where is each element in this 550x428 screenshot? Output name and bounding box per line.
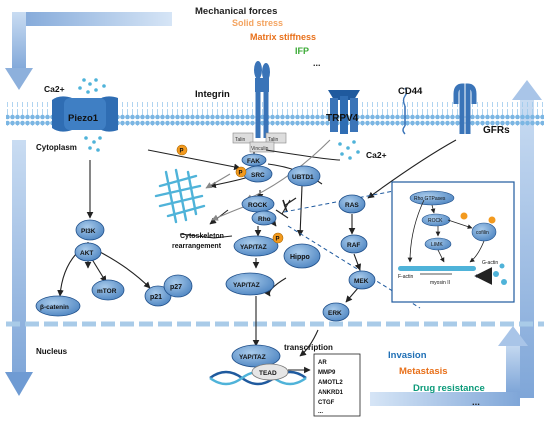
outcome-metastasis: Metastasis	[399, 366, 448, 377]
node-ubtd1	[287, 165, 321, 187]
outcome-invasion: Invasion	[388, 350, 427, 361]
inset-f-actin-icon	[398, 266, 476, 271]
node-mek-label: MEK	[354, 278, 369, 285]
outcome-ellipsis: ...	[472, 397, 480, 408]
node-akt-label: AKT	[80, 250, 93, 257]
talin-label-1: Talin	[235, 137, 246, 143]
phospho-label-3: P	[276, 237, 280, 243]
inset-g-actin-icon	[493, 263, 507, 285]
left-frame-arrow	[5, 12, 172, 396]
piezo1-channel	[52, 96, 118, 132]
node-yaptaz-2-label: YAP/TAZ	[233, 282, 260, 289]
node-erk	[322, 302, 350, 322]
gfr-receptor	[453, 83, 477, 134]
trpv4-channel	[328, 90, 360, 134]
node-tead	[251, 363, 289, 381]
ca-label-top: Ca2+	[44, 84, 65, 94]
ca-label-right: Ca2+	[366, 150, 387, 160]
phospho-label-2: P	[239, 171, 243, 177]
node-rock-label: ROCK	[248, 202, 267, 209]
node-yaptaz-1	[233, 235, 279, 257]
talin-label-2: Talin	[268, 137, 279, 143]
node-pi3k-label: PI3K	[81, 228, 96, 235]
node-ras	[338, 194, 366, 214]
outcome-drug-resistance: Drug resistance	[413, 383, 485, 394]
integrin-receptor	[254, 61, 270, 138]
piezo1-label: Piezo1	[68, 113, 99, 124]
node-tead-label: TEAD	[259, 370, 277, 377]
calcium-ions-bottom	[338, 140, 360, 160]
node-p27	[163, 274, 193, 298]
ubtd1-inhibition-bar	[282, 199, 288, 213]
cytoplasm-label: Cytoplasm	[36, 143, 77, 152]
target-genes-box	[313, 353, 361, 417]
transcription-label: transcription	[284, 343, 333, 352]
node-rho-label: Rho	[258, 216, 271, 223]
node-ubtd1-label: UBTD1	[292, 174, 314, 181]
inset-rho-gtpases-label: Rho GTPases	[414, 196, 446, 202]
node-hippo	[283, 243, 321, 269]
node-p21	[144, 285, 172, 307]
talin-vinculin-complex	[232, 132, 287, 153]
phosphate-icons	[176, 144, 284, 244]
cytoskeleton-mesh-icon	[154, 168, 206, 224]
node-src-label: SRC	[251, 172, 265, 179]
force-matrix-stiffness: Matrix stiffness	[250, 32, 316, 42]
node-mek	[348, 270, 376, 290]
gene-4: CTGF	[318, 400, 335, 406]
inset-gactin-label: G-actin	[482, 260, 498, 266]
node-hippo-label: Hippo	[290, 254, 310, 261]
node-mtor	[91, 279, 125, 301]
inset-rock-label: ROCK	[428, 218, 443, 224]
node-ras-label: RAS	[345, 202, 359, 209]
cytoskeleton-label: Cytoskeleton	[180, 233, 224, 240]
cd44-receptor	[402, 87, 408, 135]
integrin-label: Integrin	[195, 89, 230, 100]
force-ifp: IFP	[295, 46, 309, 56]
node-yaptaz-2	[225, 272, 275, 296]
cd44-label: CD44	[398, 86, 423, 97]
gene-0: AR	[318, 360, 327, 366]
inset-node-rock	[421, 213, 451, 227]
inset-cofilin-label: cofilin	[476, 230, 489, 236]
node-bcatenin-label: β-catenin	[40, 304, 69, 311]
rearrangement-label: rearrangement	[172, 243, 222, 250]
node-yaptaz-3-label: YAP/TAZ	[239, 354, 266, 361]
pathway-edges	[57, 139, 457, 357]
node-raf-label: RAF	[347, 242, 360, 249]
gene-3: ANKRD1	[318, 390, 344, 396]
inset-arrows	[407, 199, 485, 263]
inset-limk-label: LIMK	[431, 242, 443, 248]
inset-actin-box	[391, 181, 515, 303]
gfrs-label: GFRs	[483, 125, 510, 136]
node-yaptaz-1-label: YAP/TAZ	[240, 244, 267, 251]
vinculin-label: Vinculin	[251, 146, 269, 152]
node-pi3k	[75, 219, 105, 241]
ubtd1-inhibition	[283, 197, 297, 207]
node-bcatenin	[35, 295, 81, 317]
node-p21-label: p21	[150, 294, 162, 301]
force-ellipsis: ...	[313, 58, 321, 68]
trpv4-label: TRPV4	[326, 113, 359, 124]
force-solid-stress: Solid stress	[232, 18, 283, 28]
node-raf	[340, 234, 368, 254]
gene-5: ...	[318, 409, 323, 415]
node-akt	[74, 242, 102, 262]
phospho-label-1: P	[180, 149, 184, 155]
node-erk-label: ERK	[328, 310, 342, 317]
mechanical-forces-title: Mechanical forces	[195, 6, 277, 17]
gene-1: MMP9	[318, 370, 336, 376]
node-p27-label: p27	[170, 284, 182, 291]
nucleus-label: Nucleus	[36, 347, 68, 356]
calcium-ions-top	[78, 78, 106, 152]
node-rho	[251, 210, 277, 226]
node-mtor-label: mTOR	[97, 288, 117, 295]
inset-phosphate-icons	[460, 212, 496, 224]
node-fak-label: FAK	[247, 158, 260, 165]
inset-factin-label: F-actin	[398, 274, 414, 280]
gene-2: AMOTL2	[318, 380, 343, 386]
inset-myosin-label: myosin II	[430, 280, 450, 286]
